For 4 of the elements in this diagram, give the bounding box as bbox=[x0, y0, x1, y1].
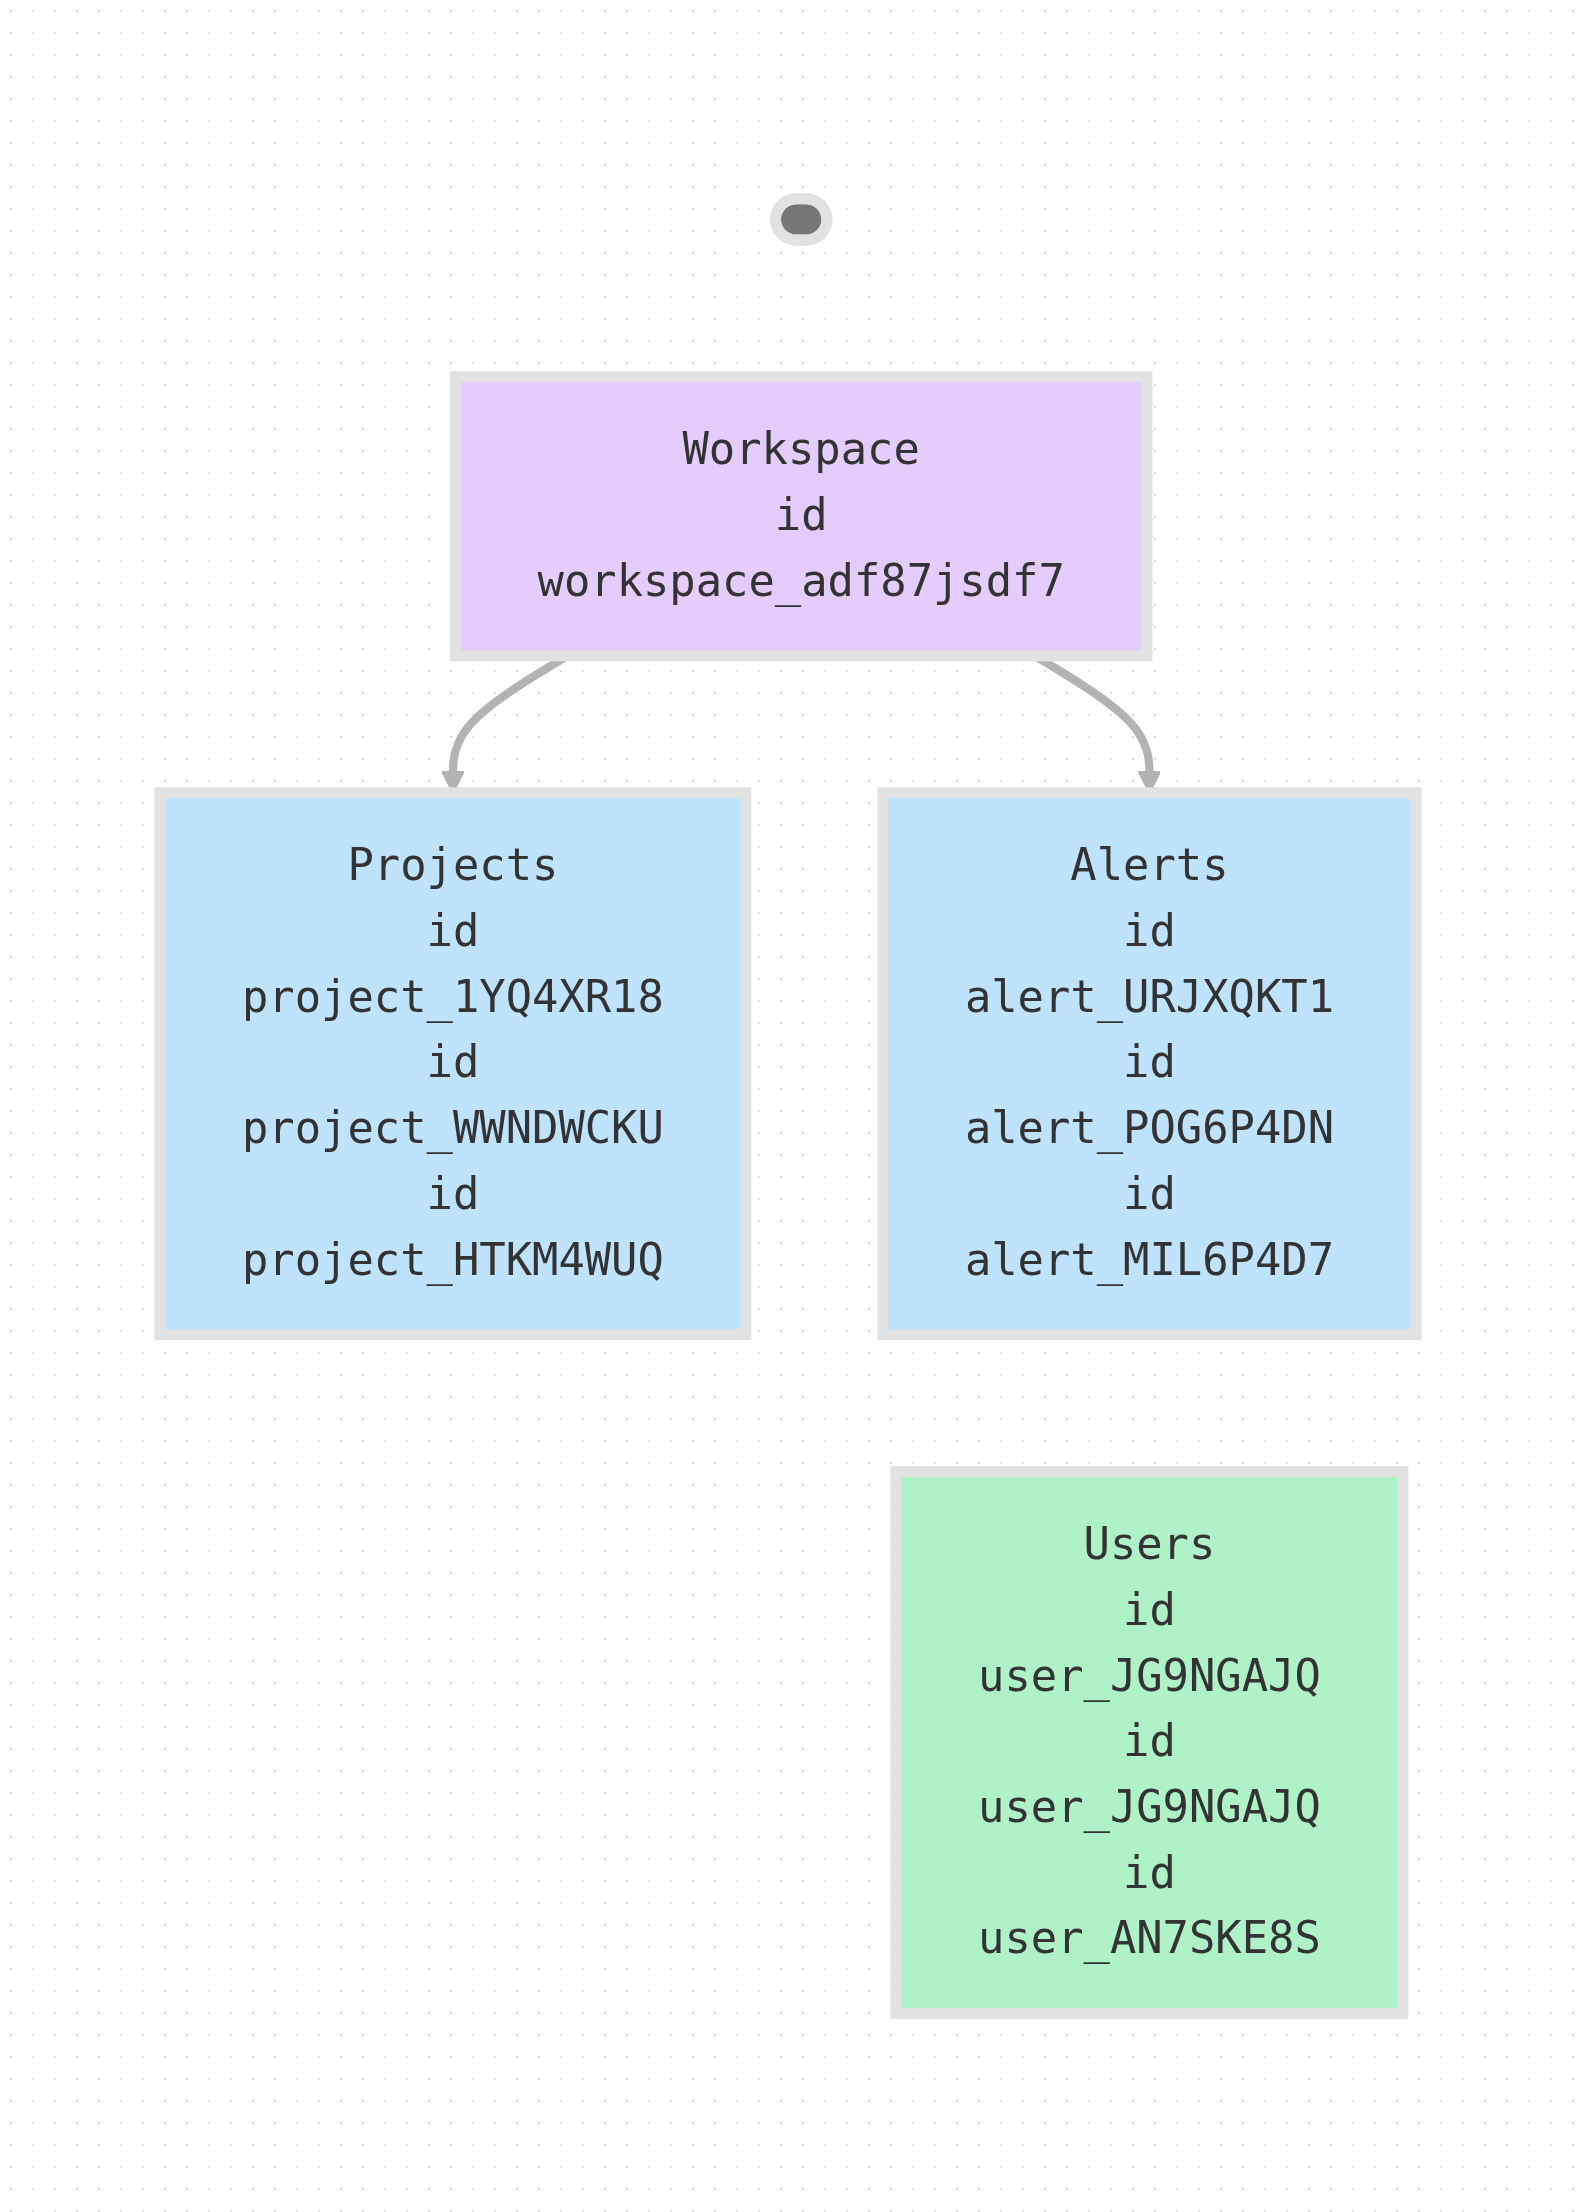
node-box: Alerts id alert_URJXQKT1 id alert_POG6P4DN id alert_MIL6P4D7 bbox=[877, 787, 1422, 1340]
node-box: Projects id project_1YQ4XR18 id project_WWNDWCKU id project_HTKM4WUQ bbox=[154, 787, 752, 1340]
node-box: Users id user_JG9NGAJQ id user_JG9NGAJQ id user_AN7SKE8S bbox=[890, 1465, 1409, 2019]
node-box: Workspace id workspace_adf87jsdf7 bbox=[449, 371, 1153, 662]
